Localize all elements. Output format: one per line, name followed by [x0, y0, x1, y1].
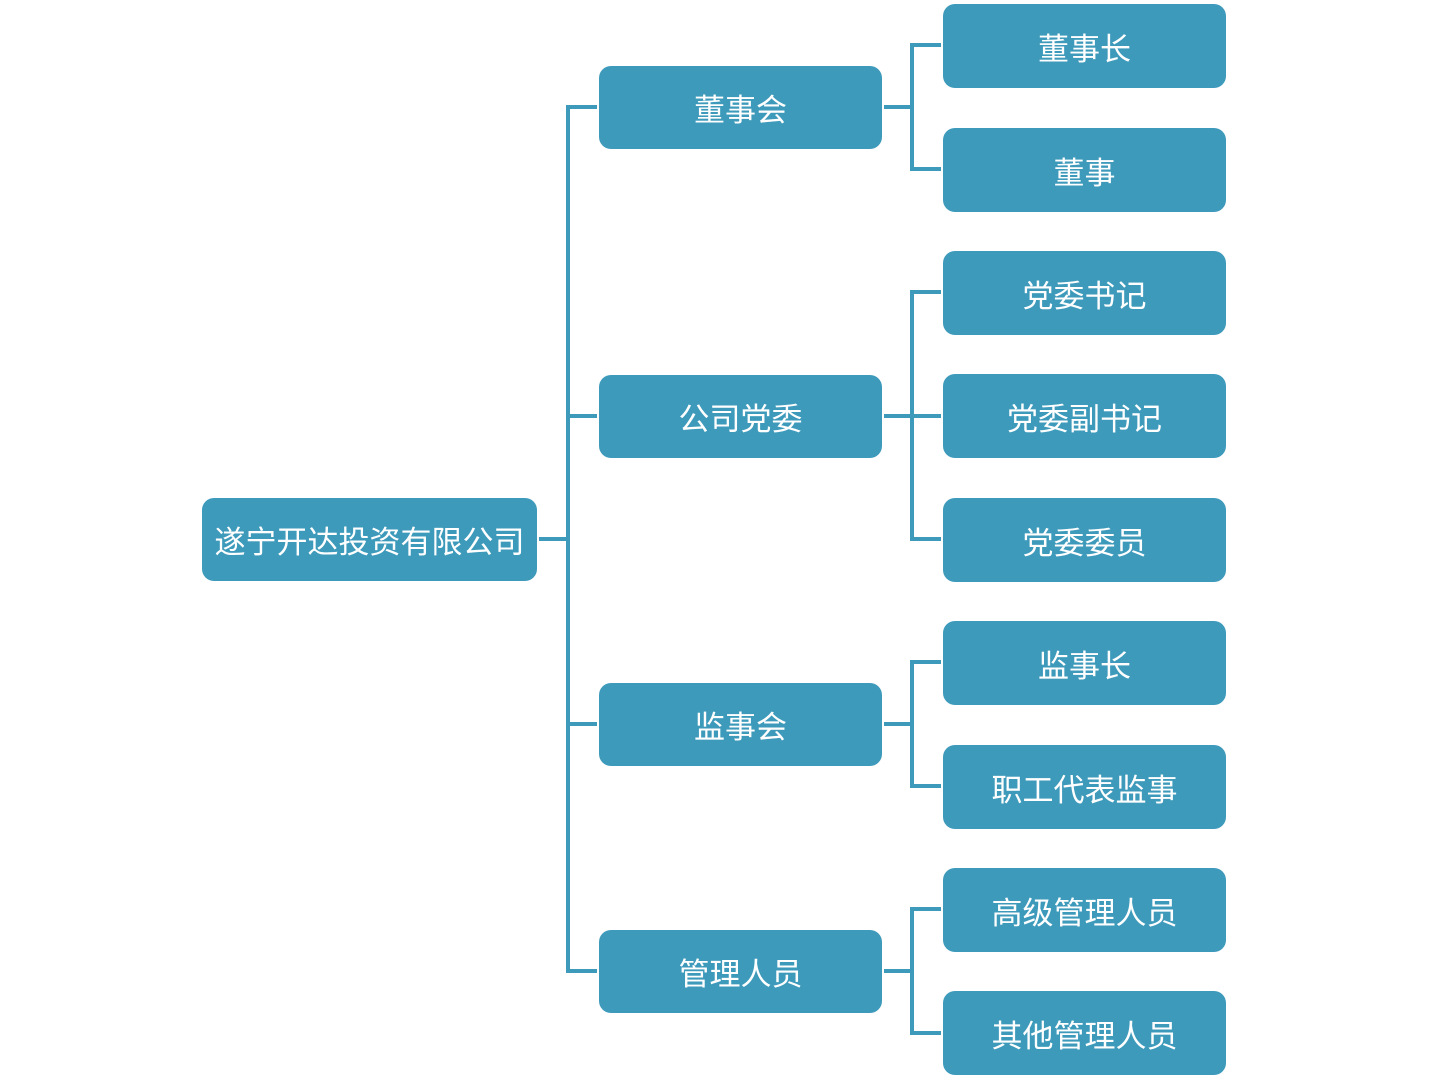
- leaf-node-deputy-party-secretary: 党委副书记: [943, 374, 1226, 458]
- branch-node-label: 董事会: [694, 93, 787, 129]
- root-node: 遂宁开达投资有限公司: [202, 498, 537, 581]
- root-node-label: 遂宁开达投资有限公司: [214, 525, 525, 561]
- leaf-node-director: 董事: [943, 128, 1226, 212]
- leaf-node-label: 职工代表监事: [991, 772, 1178, 809]
- branch-node-label: 监事会: [694, 710, 787, 746]
- leaf-node-chief-supervisor: 监事长: [943, 621, 1226, 705]
- leaf-node-label: 高级管理人员: [991, 895, 1178, 932]
- leaf-node-label: 党委委员: [1022, 525, 1147, 562]
- leaf-node-chairman: 董事长: [943, 4, 1226, 88]
- leaf-node-label: 监事长: [1038, 648, 1131, 685]
- branch-node-label: 管理人员: [678, 957, 803, 993]
- leaf-node-party-secretary: 党委书记: [943, 251, 1226, 335]
- leaf-node-label: 其他管理人员: [991, 1018, 1178, 1055]
- leaf-node-senior-management: 高级管理人员: [943, 868, 1226, 952]
- branch-node-party-committee: 公司党委: [599, 375, 882, 458]
- leaf-node-label: 董事: [1053, 155, 1116, 192]
- leaf-node-other-management: 其他管理人员: [943, 991, 1226, 1075]
- branch-node-supervisory-board: 监事会: [599, 683, 882, 766]
- leaf-node-label: 董事长: [1038, 31, 1131, 68]
- leaf-node-employee-supervisor: 职工代表监事: [943, 745, 1226, 829]
- leaf-node-party-member: 党委委员: [943, 498, 1226, 582]
- branch-node-board: 董事会: [599, 66, 882, 149]
- branch-node-management: 管理人员: [599, 930, 882, 1013]
- branch-node-label: 公司党委: [678, 402, 803, 438]
- leaf-node-label: 党委书记: [1022, 278, 1147, 315]
- leaf-node-label: 党委副书记: [1007, 401, 1162, 438]
